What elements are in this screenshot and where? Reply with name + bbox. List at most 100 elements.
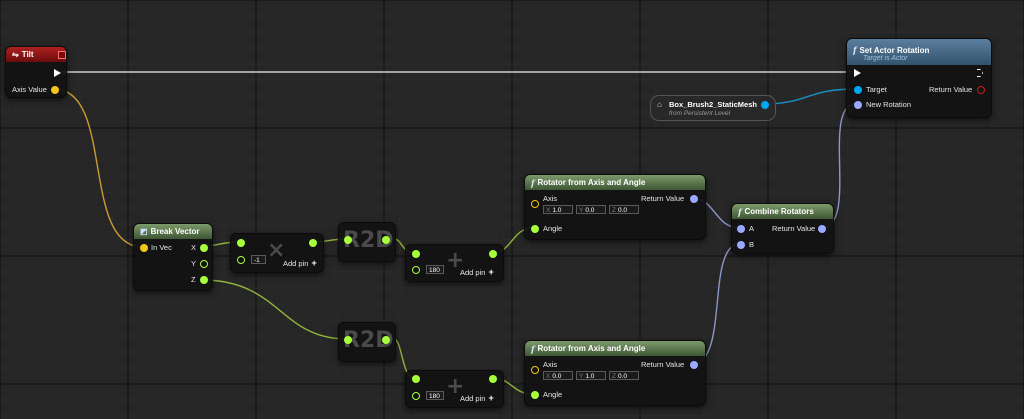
add-operator-top: + bbox=[446, 248, 465, 273]
break-vector-x-label: X bbox=[191, 243, 197, 252]
break-vector-y-pin[interactable] bbox=[200, 260, 208, 268]
add-node-bottom[interactable]: + 180 Add pin+ bbox=[405, 370, 504, 408]
object-wire bbox=[761, 88, 857, 105]
add-top-add-pin-button[interactable]: Add pin+ bbox=[460, 267, 494, 277]
actor-reference-icon: ⌂ bbox=[657, 100, 662, 109]
rotator-top-y-value: 0.0 bbox=[585, 207, 595, 214]
multiply-add-pin-button[interactable]: Add pin+ bbox=[283, 258, 317, 268]
multiply-in-b-pin[interactable] bbox=[237, 256, 245, 264]
break-vector-header[interactable]: ◩ Break Vector bbox=[134, 224, 212, 239]
r2d-node-top[interactable]: R2D bbox=[338, 222, 396, 262]
set-actor-rotation-subtitle: Target is Actor bbox=[863, 54, 908, 62]
break-vector-in-label: In Vec bbox=[151, 243, 172, 252]
tilt-axis-value-pin[interactable] bbox=[51, 86, 59, 94]
set-actor-rotation-return-pin[interactable] bbox=[977, 86, 985, 94]
add-bottom-add-pin-label: Add pin bbox=[460, 394, 486, 403]
add-top-in-a-pin[interactable] bbox=[412, 250, 420, 258]
function-icon: f bbox=[531, 177, 535, 188]
actor-reference-name: Box_Brush2_StaticMesh bbox=[669, 100, 757, 109]
tilt-exec-out-pin[interactable] bbox=[54, 69, 61, 77]
tilt-event-title: Tilt bbox=[21, 50, 34, 59]
tilt-axis-value-label: Axis Value bbox=[12, 85, 47, 94]
input-axis-icon: ⇋ bbox=[12, 50, 19, 59]
break-vector-in-pin[interactable] bbox=[140, 244, 148, 252]
multiply-value-input[interactable]: -1 bbox=[251, 255, 266, 264]
set-actor-rotation-exec-out-pin[interactable] bbox=[977, 69, 983, 77]
rotator-top-angle-label: Angle bbox=[543, 224, 563, 233]
rotator-top-return-pin[interactable] bbox=[690, 195, 698, 203]
break-vector-node[interactable]: ◩ Break Vector In Vec X Y Z bbox=[133, 223, 213, 291]
float-wire-z bbox=[201, 279, 348, 340]
break-vector-x-pin[interactable] bbox=[200, 244, 208, 252]
set-actor-rotation-exec-in-pin[interactable] bbox=[854, 69, 861, 77]
r2d-bottom-in-pin[interactable] bbox=[344, 336, 352, 344]
multiply-node[interactable]: × -1 Add pin+ bbox=[230, 233, 324, 273]
set-actor-rotation-target-pin[interactable] bbox=[854, 86, 862, 94]
add-node-top[interactable]: + 180 Add pin+ bbox=[405, 244, 504, 282]
combine-return-pin[interactable] bbox=[818, 225, 826, 233]
break-struct-icon: ◩ bbox=[140, 227, 148, 236]
rotator-top-axis-pin[interactable] bbox=[531, 200, 539, 208]
vector-wire bbox=[53, 88, 144, 248]
multiply-out-pin[interactable] bbox=[309, 239, 317, 247]
rotator-bottom-axis-pin[interactable] bbox=[531, 366, 539, 374]
rotator-bottom-y-value: 1.0 bbox=[585, 373, 595, 380]
add-bottom-in-a-pin[interactable] bbox=[412, 375, 420, 383]
tilt-event-header[interactable]: ⇋ Tilt bbox=[6, 47, 66, 62]
multiply-in-a-pin[interactable] bbox=[237, 239, 245, 247]
actor-reference-node[interactable]: ⌂ Box_Brush2_StaticMesh from Persistent … bbox=[650, 95, 776, 121]
add-top-out-pin[interactable] bbox=[489, 250, 497, 258]
multiply-add-pin-label: Add pin bbox=[283, 259, 309, 268]
rotator-top-x-value: 1.0 bbox=[552, 207, 562, 214]
set-actor-rotation-return-label: Return Value bbox=[929, 85, 973, 94]
add-top-in-b-pin[interactable] bbox=[412, 266, 420, 274]
multiply-operator: × bbox=[267, 238, 286, 263]
rotator-top-title: Rotator from Axis and Angle bbox=[537, 178, 646, 187]
rotator-bottom-title: Rotator from Axis and Angle bbox=[537, 344, 646, 353]
r2d-top-out-pin[interactable] bbox=[382, 236, 390, 244]
break-vector-title: Break Vector bbox=[150, 227, 200, 236]
combine-rotators-title: Combine Rotators bbox=[744, 207, 814, 216]
r2d-bottom-out-pin[interactable] bbox=[382, 336, 390, 344]
function-icon: f bbox=[738, 206, 742, 217]
set-actor-rotation-new-rotation-pin[interactable] bbox=[854, 101, 862, 109]
rotator-bottom-return-pin[interactable] bbox=[690, 361, 698, 369]
add-bottom-value-input[interactable]: 180 bbox=[426, 391, 444, 400]
r2d-top-in-pin[interactable] bbox=[344, 236, 352, 244]
rotator-bottom-z-value: 0.0 bbox=[617, 373, 628, 380]
break-vector-z-label: Z bbox=[191, 275, 196, 284]
combine-b-pin[interactable] bbox=[737, 241, 745, 249]
rotator-top-angle-pin[interactable] bbox=[531, 225, 539, 233]
rotator-bottom-angle-pin[interactable] bbox=[531, 391, 539, 399]
add-top-value-input[interactable]: 180 bbox=[426, 265, 444, 274]
add-bottom-add-pin-button[interactable]: Add pin+ bbox=[460, 393, 494, 403]
break-vector-z-pin[interactable] bbox=[200, 276, 208, 284]
rotator-top-axis-label: Axis bbox=[543, 194, 558, 203]
function-icon: f bbox=[531, 343, 535, 354]
combine-a-pin[interactable] bbox=[737, 225, 745, 233]
actor-reference-out-pin[interactable] bbox=[761, 101, 769, 109]
function-icon: f bbox=[853, 44, 857, 55]
tilt-event-node[interactable]: ⇋ Tilt Axis Value bbox=[5, 46, 67, 98]
set-actor-rotation-target-label: Target bbox=[866, 85, 887, 94]
add-bottom-out-pin[interactable] bbox=[489, 375, 497, 383]
add-bottom-in-b-pin[interactable] bbox=[412, 392, 420, 400]
event-delegate-icon[interactable] bbox=[58, 51, 66, 59]
add-pin-icon: + bbox=[488, 393, 494, 403]
set-actor-rotation-new-rotation-label: New Rotation bbox=[866, 100, 912, 109]
r2d-node-bottom[interactable]: R2D bbox=[338, 322, 396, 362]
